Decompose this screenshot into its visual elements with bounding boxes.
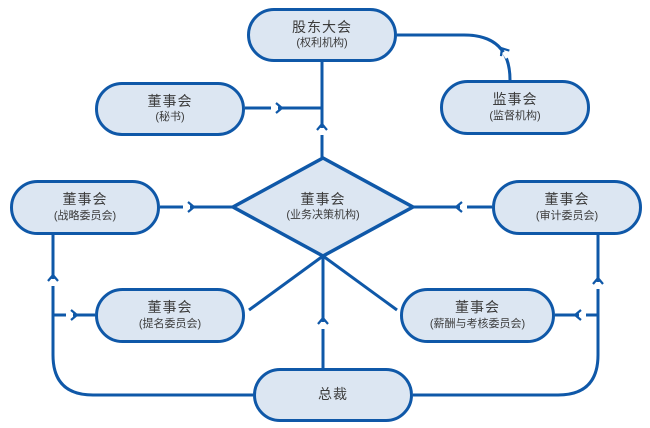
- arrow-up-icon: [47, 273, 59, 286]
- arrow-up-icon: [317, 316, 329, 329]
- node-title: 董事会: [62, 191, 108, 208]
- node-audit-committee[interactable]: 董事会 (审计委员会): [492, 180, 642, 235]
- node-subtitle: (提名委员会): [138, 317, 202, 330]
- arrow-right-icon: [183, 201, 196, 213]
- node-supervisory-board[interactable]: 监事会 (监督机构): [440, 80, 590, 135]
- node-title: 董事会: [544, 191, 590, 208]
- node-president[interactable]: 总裁: [253, 368, 413, 422]
- node-shareholders-meeting[interactable]: 股东大会 (权利机构): [247, 8, 397, 62]
- arrow-up-icon: [592, 276, 604, 289]
- arrow-left-icon: [573, 309, 586, 321]
- arrow-up-left-icon: [499, 46, 510, 59]
- edge-board-nomination: [248, 254, 324, 312]
- node-board-secretary[interactable]: 董事会 (秘书): [95, 82, 245, 136]
- node-nomination-committee[interactable]: 董事会 (提名委员会): [95, 288, 245, 343]
- node-title: 股东大会: [292, 18, 352, 35]
- node-title: 总裁: [318, 386, 348, 403]
- node-subtitle: (薪酬与考核委员会): [429, 317, 526, 330]
- arrow-up-icon: [316, 122, 328, 135]
- node-subtitle: (权利机构): [296, 37, 348, 50]
- edge-board-remuneration: [322, 254, 398, 312]
- node-title: 董事会: [147, 299, 193, 316]
- node-subtitle: (战略委员会): [53, 209, 117, 222]
- arrow-right-icon: [271, 102, 284, 114]
- node-subtitle: (监督机构): [489, 109, 541, 122]
- node-subtitle: (业务决策机构): [286, 209, 360, 222]
- node-title: 董事会: [455, 299, 500, 316]
- edge-supervisory-shareholders: [397, 33, 512, 81]
- diamond-shape: [229, 156, 417, 258]
- arrow-left-icon: [454, 201, 467, 213]
- node-subtitle: (审计委员会): [535, 209, 599, 222]
- node-subtitle: (秘书): [155, 111, 185, 124]
- arrow-right-icon: [66, 309, 79, 321]
- node-strategy-committee[interactable]: 董事会 (战略委员会): [10, 180, 160, 235]
- node-title: 董事会: [300, 190, 346, 207]
- node-board-decision[interactable]: 董事会 (业务决策机构): [228, 152, 418, 262]
- node-title: 董事会: [147, 92, 193, 109]
- node-remuneration-committee[interactable]: 董事会 (薪酬与考核委员会): [400, 288, 555, 343]
- node-title: 监事会: [492, 91, 538, 108]
